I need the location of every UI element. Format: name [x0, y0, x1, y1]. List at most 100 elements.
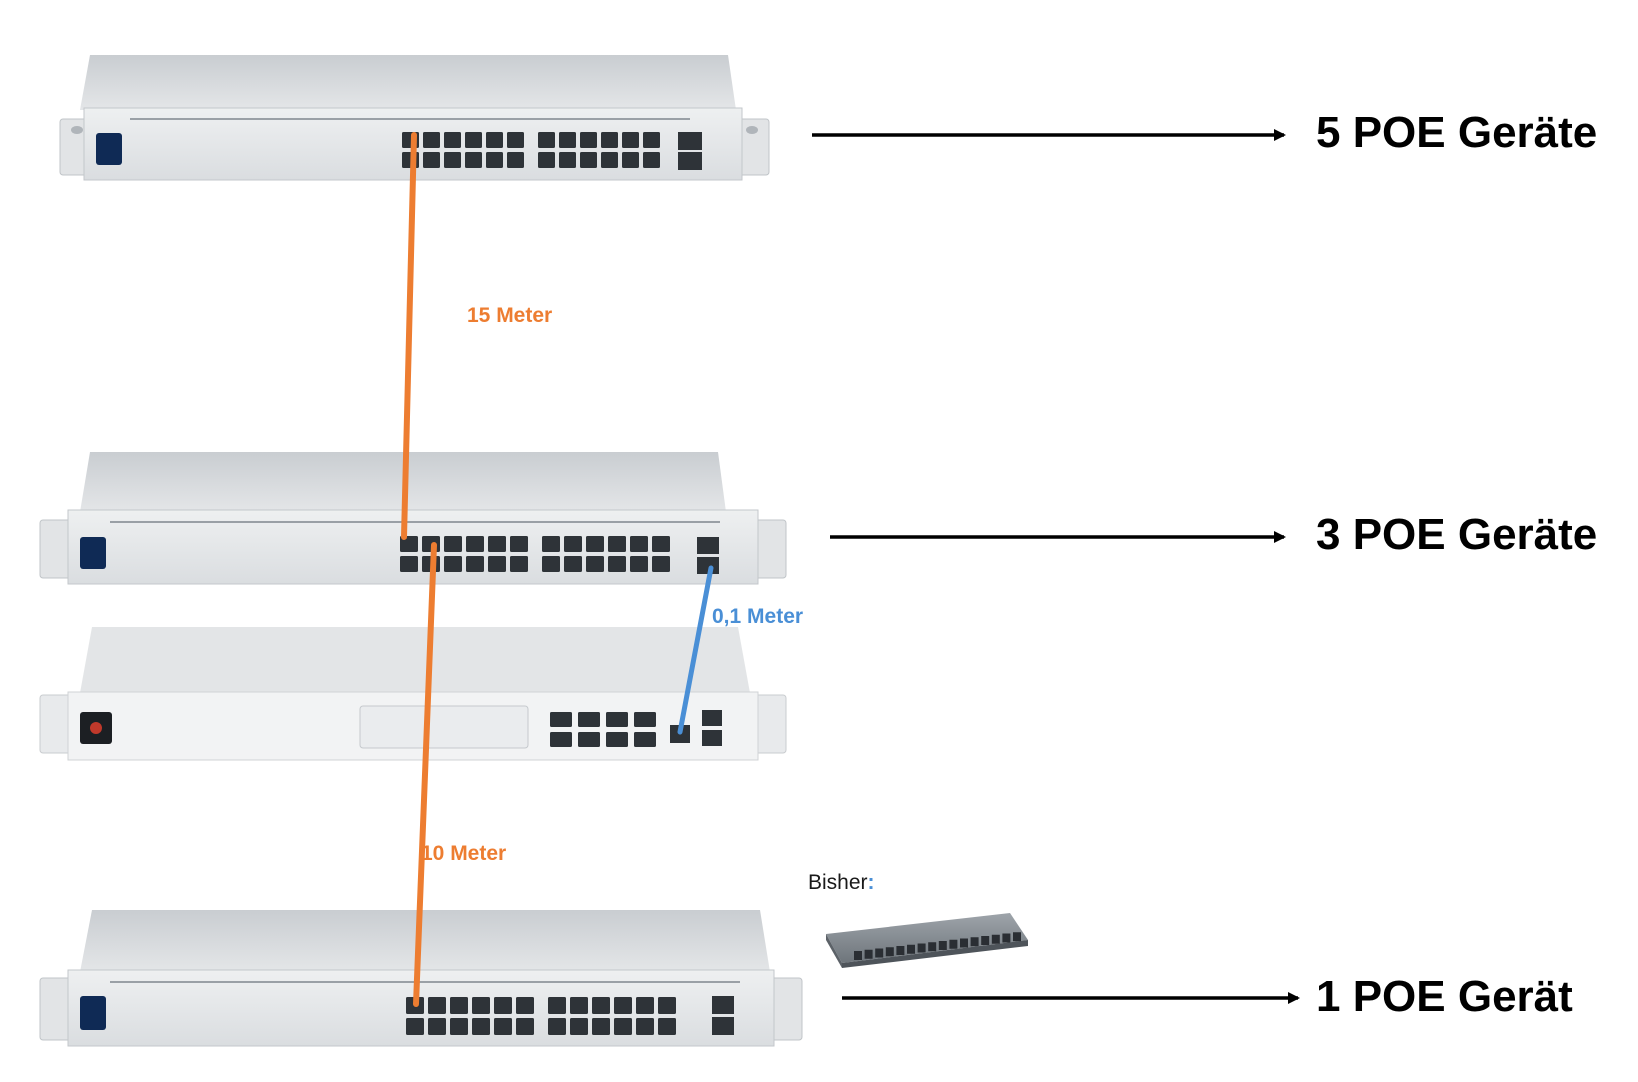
rj45-port [917, 943, 926, 953]
display-icon [80, 537, 106, 569]
rj45-port [854, 951, 862, 960]
rj45-port [423, 132, 440, 148]
rj45-port [564, 556, 582, 572]
rj45-port [608, 536, 626, 552]
port-block [400, 536, 670, 572]
rj45-port [548, 1018, 566, 1035]
rj45-port [991, 934, 1000, 944]
rj45-port [634, 712, 656, 727]
rj45-port [606, 732, 628, 747]
cable-middle-to-bottom [413, 542, 437, 1007]
rj45-port [486, 132, 503, 148]
rj45-port [444, 556, 462, 572]
rj45-port [601, 132, 618, 148]
rj45-port [570, 997, 588, 1014]
rj45-port [938, 941, 947, 950]
bottom-switch [39, 910, 803, 1047]
rj45-port [494, 997, 512, 1014]
rj45-port [465, 132, 482, 148]
rj45-port [466, 536, 484, 552]
rj45-port [652, 536, 670, 552]
cable-length-middle-to-bottom: 10 Meter [421, 842, 507, 865]
rj45-port [960, 938, 968, 948]
rj45-port [510, 536, 528, 552]
rj45-port [864, 949, 873, 959]
rj45-port [550, 732, 572, 747]
rj45-port [592, 1018, 610, 1035]
previous-label-text: Bisher [808, 871, 868, 894]
rj45-port [643, 152, 660, 168]
rj45-port [507, 152, 524, 168]
rj45-port [564, 536, 582, 552]
desktop-switch [826, 913, 1028, 968]
middle-switch-poe-label: 3 POE Geräte [1316, 510, 1598, 559]
cables [401, 132, 714, 1007]
rj45-port [538, 132, 555, 148]
rj45-port [406, 1018, 424, 1035]
rj45-port [548, 997, 566, 1014]
rj45-port [636, 997, 654, 1014]
rj45-port [400, 556, 418, 572]
previous-device-label: Bisher: [808, 871, 875, 895]
rj45-port [465, 152, 482, 168]
rj45-port [466, 556, 484, 572]
rj45-port [658, 1018, 676, 1035]
cable-top-to-middle [401, 132, 417, 540]
rj45-port [444, 152, 461, 168]
rj45-port [614, 1018, 632, 1035]
rj45-port [928, 942, 937, 952]
rj45-port [550, 712, 572, 727]
rj45-port [1013, 932, 1021, 942]
rj45-port [488, 536, 506, 552]
rj45-port [586, 556, 604, 572]
rj45-port [636, 1018, 654, 1035]
rj45-port [970, 937, 979, 947]
cable-sfp-to-gateway [677, 565, 714, 735]
rj45-port [516, 997, 534, 1014]
rj45-port [538, 152, 555, 168]
rj45-port [630, 536, 648, 552]
port-block [550, 712, 656, 747]
rj45-port [634, 732, 656, 747]
cloud-gateway [39, 627, 787, 761]
rj45-port [578, 732, 600, 747]
rj45-port [428, 1018, 446, 1035]
rj45-port [428, 997, 446, 1014]
rj45-port [622, 132, 639, 148]
rj45-port [622, 152, 639, 168]
rj45-port [981, 936, 990, 945]
rj45-port [400, 536, 418, 552]
display-icon [80, 996, 106, 1030]
rj45-port [444, 132, 461, 148]
rj45-port [875, 948, 884, 958]
top-switch-poe-label: 5 POE Geräte [1316, 108, 1598, 157]
cable-length-top-to-middle: 15 Meter [467, 304, 553, 327]
rj45-port [559, 132, 576, 148]
rj45-port [907, 944, 915, 954]
rj45-port [630, 556, 648, 572]
rj45-port [608, 556, 626, 572]
rj45-port [658, 997, 676, 1014]
rj45-port [896, 946, 905, 955]
rj45-port [592, 997, 610, 1014]
rj45-port [1002, 933, 1011, 943]
rj45-port [570, 1018, 588, 1035]
bottom-switch-poe-label: 1 POE Gerät [1316, 972, 1573, 1021]
rj45-port [580, 132, 597, 148]
rj45-port [614, 997, 632, 1014]
cable-length-sfp-to-gateway: 0,1 Meter [712, 605, 804, 628]
previous-label-colon: : [867, 871, 875, 894]
rj45-port [580, 152, 597, 168]
rj45-port [578, 712, 600, 727]
rj45-port [516, 1018, 534, 1035]
rj45-port [450, 1018, 468, 1035]
rj45-port [606, 712, 628, 727]
rj45-port [601, 152, 618, 168]
rj45-port [949, 939, 958, 949]
rj45-port [486, 152, 503, 168]
rj45-port [488, 556, 506, 572]
rj45-port [542, 536, 560, 552]
rj45-port [507, 132, 524, 148]
rj45-port [472, 997, 490, 1014]
